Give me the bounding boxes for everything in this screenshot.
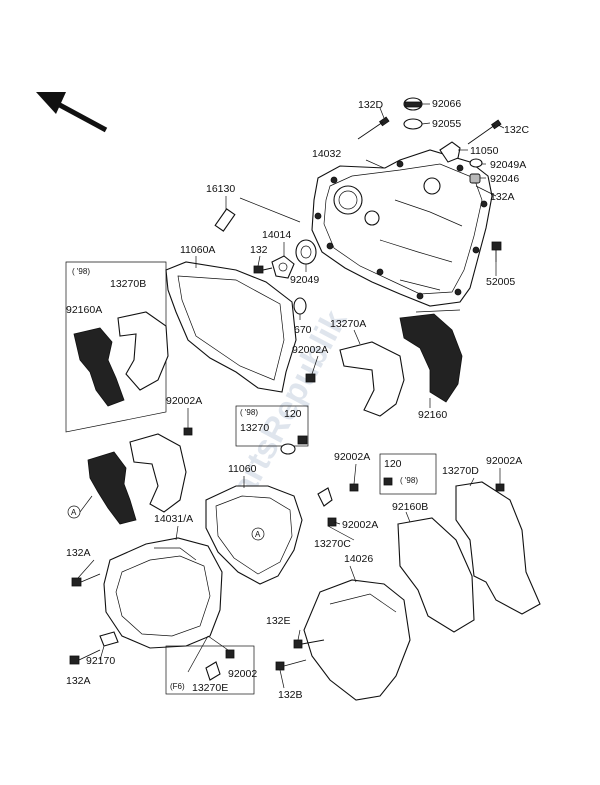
plate-14014 (271, 255, 295, 279)
o-ring-92055 (403, 118, 423, 130)
bolt-132D (357, 116, 390, 140)
bolt-132A-1 (71, 573, 101, 587)
label-11060: 11060 (228, 463, 257, 475)
label-A-1: A (71, 508, 77, 517)
part-labels: 92066 132D 92055 132C 11050 14032 92049A… (66, 98, 530, 701)
front-direction-arrow-icon (36, 92, 108, 133)
label-98-c: ( '98) (400, 476, 418, 485)
gasket-11060 (205, 485, 303, 585)
label-92049: 92049 (290, 274, 319, 286)
bracket-13270D (455, 481, 541, 615)
label-13270B: 13270B (110, 278, 146, 290)
label-132E: 132E (266, 615, 291, 627)
plate-13270A (339, 341, 405, 417)
label-98-b: ( '98) (240, 408, 258, 417)
plate-13270B (117, 311, 169, 391)
bolt-92002A-3 (349, 483, 359, 492)
cover-14026 (303, 579, 411, 701)
bolt-92002A-5 (327, 517, 337, 527)
label-F6: (F6) (170, 682, 185, 691)
variant-box-98-left (65, 261, 167, 433)
dowel-16130 (214, 197, 301, 232)
bolt-120-a (297, 435, 308, 445)
label-14031A: 14031/A (154, 513, 193, 525)
bracket-11050 (439, 141, 461, 163)
seal-92049 (295, 239, 317, 265)
bolt-52005 (491, 241, 502, 262)
heat-shield-left (129, 433, 187, 513)
bolt-132B (275, 659, 307, 671)
clip-13270C (317, 487, 333, 507)
label-92002A-4: 92002A (486, 455, 522, 467)
seal-92049A (469, 158, 483, 168)
label-92066: 92066 (432, 98, 461, 110)
bolt-132C (467, 119, 502, 145)
label-132A-2: 132A (66, 675, 91, 687)
label-52005: 52005 (486, 276, 515, 288)
clip-13270 (280, 443, 296, 455)
variant-box-98-right (379, 453, 437, 495)
label-92049A: 92049A (490, 159, 526, 171)
crankcase-cover-14032 (311, 149, 493, 307)
cap-92046 (469, 173, 481, 184)
label-11060A: 11060A (180, 244, 215, 256)
label-11050: 11050 (470, 145, 499, 157)
bolt-120-b (383, 477, 393, 486)
bolt-92002A-1 (305, 373, 316, 383)
bolt-132 (253, 265, 273, 274)
label-132D: 132D (358, 99, 384, 111)
variant-box-F6 (165, 645, 255, 695)
plate-92160B (397, 517, 475, 633)
label-92046: 92046 (490, 173, 519, 185)
insulator-92160A (73, 327, 125, 407)
label-14014: 14014 (262, 229, 291, 241)
label-132: 132 (250, 244, 268, 256)
label-92002A-3: 92002A (334, 451, 370, 463)
label-92055: 92055 (432, 118, 461, 130)
label-13270C: 13270C (314, 538, 351, 550)
gasket-11060A (165, 261, 297, 393)
label-13270E: 13270E (192, 682, 228, 694)
label-A-2: A (255, 530, 261, 539)
label-132A-top: 132A (490, 191, 515, 203)
label-92002A-1: 92002A (292, 344, 328, 356)
label-92002A-2: 92002A (166, 395, 202, 407)
label-670: 670 (294, 324, 312, 336)
label-132B: 132B (278, 689, 303, 701)
label-92160: 92160 (418, 409, 447, 421)
bolt-92002A-2 (183, 427, 193, 436)
label-92002A-5: 92002A (342, 519, 378, 531)
label-92160B: 92160B (392, 501, 428, 513)
label-14026: 14026 (344, 553, 373, 565)
label-13270D: 13270D (442, 465, 479, 477)
label-120-b: 120 (384, 458, 402, 470)
o-ring-670 (293, 297, 307, 315)
label-92170: 92170 (86, 655, 115, 667)
label-98-a: ( '98) (72, 267, 90, 276)
label-120-a: 120 (284, 408, 302, 420)
insulator-left (87, 451, 137, 525)
label-16130: 16130 (206, 183, 235, 195)
variant-box-98-middle (235, 405, 309, 447)
label-132A-1: 132A (66, 547, 91, 559)
leader-lines (67, 103, 505, 689)
label-132C: 132C (504, 124, 530, 136)
bolt-92002 (225, 649, 235, 659)
clip-13270E (205, 661, 221, 681)
filler-cap-92066 (403, 97, 423, 111)
cap-92170 (99, 631, 119, 647)
label-14032: 14032 (312, 148, 341, 160)
label-92160A: 92160A (66, 304, 102, 316)
label-92002: 92002 (228, 668, 257, 680)
label-13270: 13270 (240, 422, 269, 434)
bolt-92002A-4 (495, 483, 505, 492)
clutch-cover-14031A (103, 537, 223, 649)
label-13270A: 13270A (330, 318, 366, 330)
bolt-132A-2 (69, 649, 101, 665)
insulator-92160 (399, 313, 463, 403)
